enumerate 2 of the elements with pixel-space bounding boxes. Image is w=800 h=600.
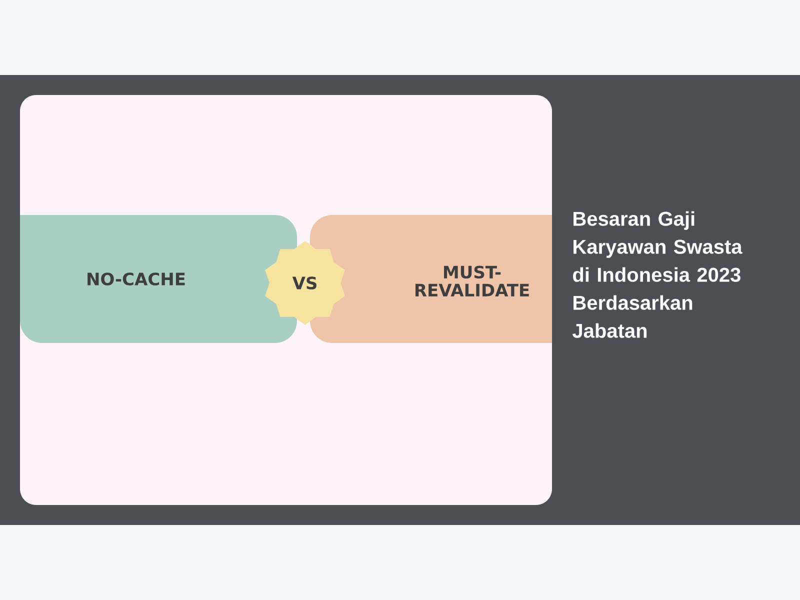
title: Besaran Gaji Karyawan Swasta di Indonesia 2023 Berdasarkan Jabatan [572,211,742,338]
star-badge: VS [265,241,345,325]
